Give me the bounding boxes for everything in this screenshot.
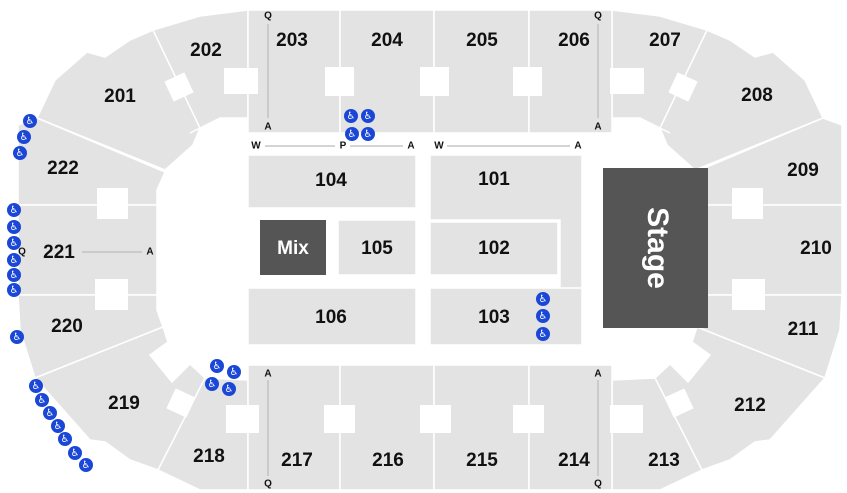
section-106[interactable]	[247, 287, 417, 346]
wheelchair-icon: ♿	[35, 393, 49, 407]
section-218[interactable]	[156, 377, 249, 491]
wheelchair-icon: ♿	[205, 377, 219, 391]
svg-text:♿: ♿	[82, 460, 91, 471]
svg-text:♿: ♿	[26, 116, 35, 127]
wheelchair-icon: ♿	[51, 419, 65, 433]
svg-text:♿: ♿	[539, 311, 548, 322]
wheelchair-icon: ♿	[344, 109, 358, 123]
svg-text:♿: ♿	[230, 367, 239, 378]
entrances	[95, 67, 765, 433]
svg-text:Q: Q	[18, 247, 26, 258]
svg-text:Q: Q	[594, 11, 602, 22]
svg-text:Q: Q	[264, 479, 272, 490]
svg-text:♿: ♿	[347, 111, 356, 122]
svg-text:♿: ♿	[61, 434, 70, 445]
svg-text:A: A	[264, 122, 271, 133]
section-202[interactable]	[151, 9, 249, 134]
section-216[interactable]	[339, 364, 435, 491]
svg-text:♿: ♿	[32, 381, 41, 392]
wheelchair-icon: ♿	[58, 432, 72, 446]
svg-text:♿: ♿	[539, 294, 548, 305]
svg-text:♿: ♿	[208, 379, 217, 390]
svg-text:♿: ♿	[10, 270, 19, 281]
wheelchair-icon: ♿	[68, 446, 82, 460]
section-210[interactable]	[702, 204, 843, 296]
wheelchair-icon: ♿	[17, 130, 31, 144]
section-212[interactable]	[654, 326, 827, 471]
svg-text:W: W	[434, 141, 444, 152]
wheelchair-icon: ♿	[7, 220, 21, 234]
svg-text:♿: ♿	[20, 132, 29, 143]
svg-text:♿: ♿	[364, 111, 373, 122]
svg-text:Q: Q	[594, 479, 602, 490]
section-207[interactable]	[611, 9, 709, 134]
section-219[interactable]	[33, 326, 206, 471]
wheelchair-icon: ♿	[361, 109, 375, 123]
wheelchair-icon: ♿	[7, 283, 21, 297]
svg-text:♿: ♿	[539, 329, 548, 340]
section-221[interactable]	[17, 204, 158, 296]
wheelchair-icon: ♿	[361, 127, 375, 141]
svg-text:A: A	[594, 122, 601, 133]
section-102[interactable]	[429, 221, 559, 276]
svg-text:♿: ♿	[348, 129, 357, 140]
wheelchair-icon: ♿	[29, 379, 43, 393]
wheelchair-icon: ♿	[7, 203, 21, 217]
section-104[interactable]	[247, 154, 417, 209]
stage	[603, 168, 708, 328]
section-208[interactable]	[659, 29, 825, 171]
svg-text:♿: ♿	[225, 384, 234, 395]
accessible-seating: ♿♿♿♿♿♿♿♿♿♿♿♿♿♿♿♿♿♿♿♿♿♿♿♿♿♿♿♿	[7, 109, 550, 472]
section-105[interactable]	[337, 219, 417, 276]
wheelchair-icon: ♿	[13, 146, 27, 160]
svg-text:A: A	[146, 247, 153, 258]
svg-text:♿: ♿	[71, 448, 80, 459]
svg-text:♿: ♿	[54, 421, 63, 432]
wheelchair-icon: ♿	[227, 365, 241, 379]
svg-text:P: P	[340, 141, 347, 152]
svg-text:♿: ♿	[10, 205, 19, 216]
svg-text:W: W	[251, 141, 261, 152]
wheelchair-icon: ♿	[536, 292, 550, 306]
wheelchair-icon: ♿	[23, 114, 37, 128]
svg-text:A: A	[264, 369, 271, 380]
wheelchair-icon: ♿	[43, 406, 57, 420]
svg-text:♿: ♿	[46, 408, 55, 419]
svg-text:A: A	[574, 141, 581, 152]
wheelchair-icon: ♿	[536, 309, 550, 323]
wheelchair-icon: ♿	[79, 458, 93, 472]
wheelchair-icon: ♿	[536, 327, 550, 341]
svg-text:♿: ♿	[38, 395, 47, 406]
svg-text:♿: ♿	[16, 148, 25, 159]
wheelchair-icon: ♿	[210, 359, 224, 373]
wheelchair-icon: ♿	[222, 382, 236, 396]
svg-text:A: A	[594, 369, 601, 380]
wheelchair-icon: ♿	[345, 127, 359, 141]
wheelchair-icon: ♿	[7, 236, 21, 250]
svg-text:♿: ♿	[10, 285, 19, 296]
svg-text:♿: ♿	[10, 238, 19, 249]
svg-text:♿: ♿	[213, 361, 222, 372]
svg-text:A: A	[407, 141, 414, 152]
svg-text:Q: Q	[264, 11, 272, 22]
svg-text:♿: ♿	[13, 332, 22, 343]
section-201[interactable]	[35, 29, 201, 171]
section-103[interactable]	[429, 287, 583, 346]
wheelchair-icon: ♿	[7, 253, 21, 267]
wheelchair-icon: ♿	[7, 268, 21, 282]
wheelchair-icon: ♿	[10, 330, 24, 344]
svg-text:♿: ♿	[10, 255, 19, 266]
svg-text:♿: ♿	[10, 222, 19, 233]
svg-text:♿: ♿	[364, 129, 373, 140]
mix-position	[260, 220, 326, 275]
